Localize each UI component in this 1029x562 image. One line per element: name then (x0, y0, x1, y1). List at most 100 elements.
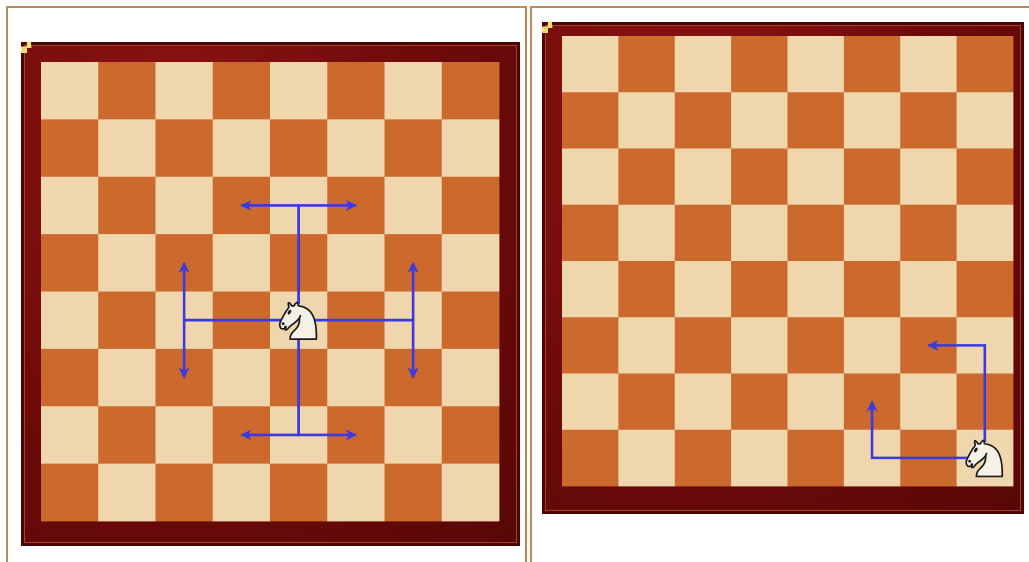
square-d1[interactable] (731, 430, 788, 487)
square-a3[interactable] (41, 349, 99, 407)
square-g2[interactable] (385, 406, 443, 464)
square-g6[interactable] (385, 177, 443, 235)
square-d6[interactable] (731, 149, 788, 206)
square-g7[interactable] (385, 119, 443, 177)
square-d4[interactable] (731, 261, 788, 318)
square-g6[interactable] (900, 149, 957, 206)
square-e5[interactable] (788, 205, 845, 262)
square-g8[interactable] (900, 36, 957, 93)
square-f8[interactable] (327, 62, 385, 120)
square-b2[interactable] (98, 406, 156, 464)
square-f7[interactable] (844, 92, 901, 149)
square-f5[interactable] (327, 234, 385, 292)
square-a6[interactable] (41, 177, 99, 235)
square-c1[interactable] (675, 430, 732, 487)
square-a2[interactable] (562, 374, 619, 431)
square-d8[interactable] (213, 62, 271, 120)
square-h6[interactable] (442, 177, 500, 235)
square-e6[interactable] (788, 149, 845, 206)
square-a7[interactable] (41, 119, 99, 177)
square-g8[interactable] (385, 62, 443, 120)
square-a4[interactable] (562, 261, 619, 318)
square-f6[interactable] (844, 149, 901, 206)
square-c4[interactable] (675, 261, 732, 318)
square-g5[interactable] (900, 205, 957, 262)
square-f8[interactable] (844, 36, 901, 93)
square-h6[interactable] (957, 149, 1014, 206)
square-h2[interactable] (442, 406, 500, 464)
square-e1[interactable] (788, 430, 845, 487)
square-a3[interactable] (562, 317, 619, 374)
square-f3[interactable] (327, 349, 385, 407)
square-d5[interactable] (213, 234, 271, 292)
square-c3[interactable] (675, 317, 732, 374)
square-h7[interactable] (957, 92, 1014, 149)
square-h1[interactable] (442, 464, 500, 522)
square-a5[interactable] (562, 205, 619, 262)
square-d2[interactable] (731, 374, 788, 431)
square-d1[interactable] (213, 464, 271, 522)
square-g1[interactable] (385, 464, 443, 522)
square-d7[interactable] (213, 119, 271, 177)
square-h5[interactable] (957, 205, 1014, 262)
square-d7[interactable] (731, 92, 788, 149)
square-e2[interactable] (788, 374, 845, 431)
square-h4[interactable] (957, 261, 1014, 318)
square-e8[interactable] (788, 36, 845, 93)
square-b3[interactable] (618, 317, 675, 374)
square-d3[interactable] (213, 349, 271, 407)
square-a1[interactable] (562, 430, 619, 487)
square-b8[interactable] (98, 62, 156, 120)
square-e1[interactable] (270, 464, 328, 522)
square-g4[interactable] (900, 261, 957, 318)
square-e7[interactable] (788, 92, 845, 149)
square-b7[interactable] (618, 92, 675, 149)
square-c7[interactable] (675, 92, 732, 149)
square-d8[interactable] (731, 36, 788, 93)
square-h8[interactable] (957, 36, 1014, 93)
square-b7[interactable] (98, 119, 156, 177)
square-c2[interactable] (675, 374, 732, 431)
square-b6[interactable] (618, 149, 675, 206)
square-h3[interactable] (442, 349, 500, 407)
square-e3[interactable] (788, 317, 845, 374)
square-h5[interactable] (442, 234, 500, 292)
square-d5[interactable] (731, 205, 788, 262)
square-f7[interactable] (327, 119, 385, 177)
square-a1[interactable] (41, 464, 99, 522)
square-b6[interactable] (98, 177, 156, 235)
square-g2[interactable] (900, 374, 957, 431)
square-c7[interactable] (156, 119, 214, 177)
square-f3[interactable] (844, 317, 901, 374)
square-b2[interactable] (618, 374, 675, 431)
square-a8[interactable] (41, 62, 99, 120)
square-b8[interactable] (618, 36, 675, 93)
square-f1[interactable] (327, 464, 385, 522)
square-c8[interactable] (156, 62, 214, 120)
square-a8[interactable] (562, 36, 619, 93)
square-a5[interactable] (41, 234, 99, 292)
square-b1[interactable] (98, 464, 156, 522)
square-g7[interactable] (900, 92, 957, 149)
square-c5[interactable] (675, 205, 732, 262)
square-c6[interactable] (156, 177, 214, 235)
square-a2[interactable] (41, 406, 99, 464)
square-c6[interactable] (675, 149, 732, 206)
square-e4[interactable] (788, 261, 845, 318)
square-a7[interactable] (562, 92, 619, 149)
square-c8[interactable] (675, 36, 732, 93)
square-b4[interactable] (618, 261, 675, 318)
square-b1[interactable] (618, 430, 675, 487)
square-a6[interactable] (562, 149, 619, 206)
square-b4[interactable] (98, 292, 156, 350)
square-d3[interactable] (731, 317, 788, 374)
square-f4[interactable] (844, 261, 901, 318)
square-h7[interactable] (442, 119, 500, 177)
square-e7[interactable] (270, 119, 328, 177)
square-a4[interactable] (41, 292, 99, 350)
square-b5[interactable] (618, 205, 675, 262)
square-c2[interactable] (156, 406, 214, 464)
square-e8[interactable] (270, 62, 328, 120)
square-f5[interactable] (844, 205, 901, 262)
square-h4[interactable] (442, 292, 500, 350)
